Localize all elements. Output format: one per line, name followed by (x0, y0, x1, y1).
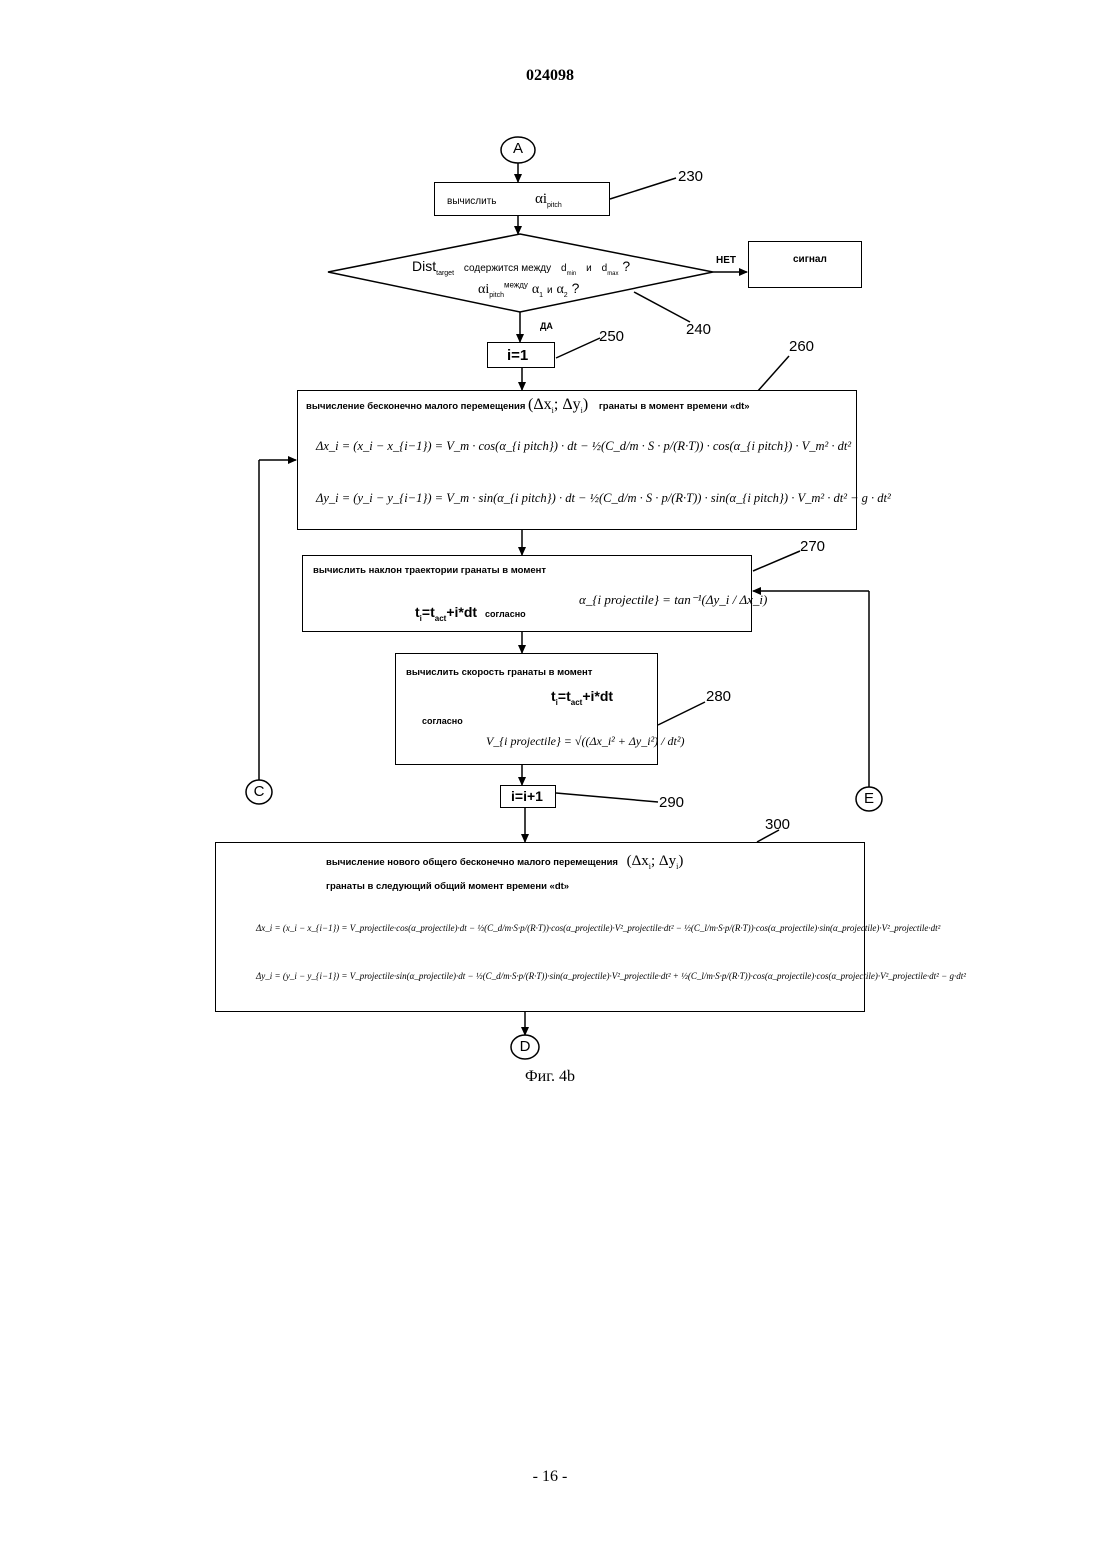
connector-e-label: E (860, 790, 878, 807)
step-270-time: ti=tact+i*dt согласно (415, 604, 526, 623)
step-230-label: вычислить (447, 196, 497, 207)
ref-260: 260 (789, 338, 814, 355)
step-280-formula: V_{i projectile} = √((Δx_i² + Δy_i²) / d… (486, 734, 684, 749)
ref-290: 290 (659, 794, 684, 811)
step-300-equation-dy: Δy_i = (y_i − y_{i−1}) = V_projectile·si… (256, 971, 966, 981)
step-280-according: согласно (422, 716, 463, 726)
step-260-equation-dy: Δy_i = (y_i − y_{i−1}) = V_m · sin(α_{i … (316, 491, 891, 506)
step-290-label: i=i+1 (511, 788, 543, 804)
step-240-no-label: НЕТ (716, 255, 736, 266)
connector-d-label: D (516, 1038, 534, 1055)
step-270-box: вычислить наклон траектории гранаты в мо… (302, 555, 752, 632)
step-300-box: вычисление нового общего бесконечно мало… (215, 842, 865, 1012)
step-280-box: вычислить скорость гранаты в момент ti=t… (395, 653, 658, 765)
step-280-time: ti=tact+i*dt (551, 688, 613, 707)
connector-a-label: A (509, 140, 527, 157)
step-230-box: вычислить αipitch (434, 182, 610, 216)
step-260-title: вычисление бесконечно малого перемещения… (306, 396, 750, 415)
step-300-title-line-2: гранаты в следующий общий момент времени… (326, 881, 569, 892)
step-240-condition-2: αipitchмежду α1 и α2 ? (478, 280, 579, 299)
step-300-equation-dx: Δx_i = (x_i − x_{i−1}) = V_projectile·co… (256, 923, 940, 933)
step-240-condition-1: Disttarget содержится между dmin и dmax … (412, 258, 630, 277)
signal-box: сигнал (748, 241, 862, 288)
step-240-yes-label: ДА (540, 321, 553, 331)
ref-280: 280 (706, 688, 731, 705)
ref-270: 270 (800, 538, 825, 555)
step-270-title: вычислить наклон траектории гранаты в мо… (313, 565, 546, 576)
step-290-box: i=i+1 (500, 785, 556, 808)
step-230-symbol: αipitch (535, 190, 562, 209)
step-250-label: i=1 (507, 347, 528, 364)
step-260-equation-dx: Δx_i = (x_i − x_{i−1}) = V_m · cos(α_{i … (316, 439, 851, 454)
step-280-title: вычислить скорость гранаты в момент (406, 667, 592, 678)
step-270-formula: α_{i projectile} = tan⁻¹(Δy_i / Δx_i) (579, 592, 767, 608)
ref-240: 240 (686, 321, 711, 338)
figure-caption: Фиг. 4b (0, 1068, 1100, 1086)
ref-230: 230 (678, 168, 703, 185)
connector-c-label: C (250, 783, 268, 800)
step-260-box: вычисление бесконечно малого перемещения… (297, 390, 857, 530)
page-number: - 16 - (0, 1468, 1100, 1486)
step-250-box: i=1 (487, 342, 555, 368)
signal-label: сигнал (793, 254, 827, 265)
ref-250: 250 (599, 328, 624, 345)
step-300-title-line-1: вычисление нового общего бесконечно мало… (326, 853, 683, 871)
ref-300: 300 (765, 816, 790, 833)
